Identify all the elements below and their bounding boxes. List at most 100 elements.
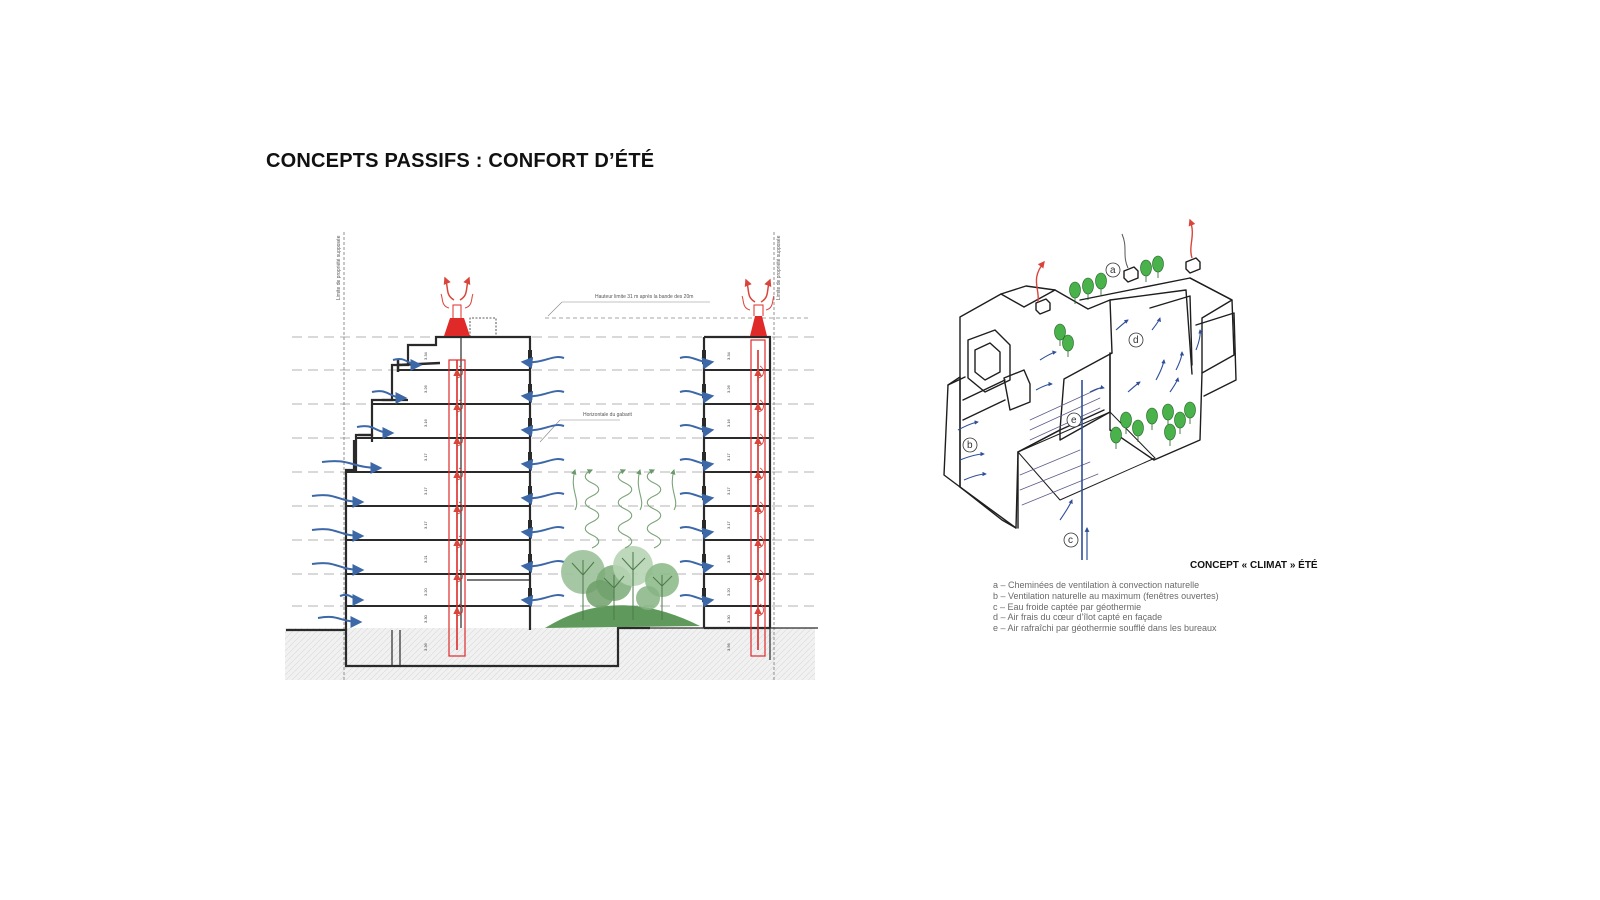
axo-air-arrow xyxy=(1127,381,1141,393)
axo-air-arrow xyxy=(959,451,985,461)
floor-height-label: 3.34 xyxy=(423,351,428,360)
left-building-floors xyxy=(346,350,532,607)
air-arrow-courtyard-right xyxy=(679,458,715,472)
axonometric-sketch xyxy=(943,257,1237,529)
air-arrow-courtyard-right xyxy=(679,560,715,574)
chimney-warm-air-arrows xyxy=(440,276,775,620)
warm-air-curl xyxy=(757,365,764,379)
exhaust-arrow xyxy=(459,276,471,301)
floor-height-label: 3.18 xyxy=(726,554,731,563)
floor-height-label: 3.30 xyxy=(726,614,731,623)
warm-air-curl xyxy=(456,501,463,515)
exhaust-curl xyxy=(741,295,751,311)
floor-height-label: 3.21 xyxy=(423,554,428,563)
axo-label-b: b xyxy=(962,437,978,453)
floor-height-label: 3.36 xyxy=(423,642,428,651)
warm-air-curl xyxy=(456,569,463,583)
tree xyxy=(1110,426,1122,444)
warm-air-curl xyxy=(456,365,463,379)
warm-air-curl xyxy=(757,535,764,549)
svg-text:e: e xyxy=(1071,415,1077,426)
air-arrow-courtyard-left xyxy=(520,526,565,539)
air-arrow-left-facade xyxy=(311,494,365,508)
exhaust-curl xyxy=(464,293,474,309)
floor-height-label: 3.20 xyxy=(423,587,428,596)
axo-air-arrow xyxy=(1115,319,1129,331)
floor-height-label: 3.17 xyxy=(726,486,731,495)
tree xyxy=(1082,277,1094,295)
exhaust-arrow xyxy=(744,278,756,303)
tree xyxy=(1174,411,1186,429)
property-limit-left-label: Limite de propriété supposée xyxy=(336,235,342,300)
air-arrow-left-facade xyxy=(371,390,408,404)
axo-air-arrow xyxy=(957,420,979,431)
ventilation-chimney-right xyxy=(750,304,767,657)
exhaust-curl xyxy=(765,295,775,311)
floor-height-label: 3.17 xyxy=(423,486,428,495)
air-arrow-courtyard-right xyxy=(679,526,715,540)
air-arrow-courtyard-left xyxy=(520,492,565,505)
floor-height-label: 3.26 xyxy=(423,384,428,393)
gabarit-leader xyxy=(539,419,561,443)
tree xyxy=(1162,403,1174,421)
height-limit-label: Hauteur limite 31 m après la bande des 2… xyxy=(595,294,693,300)
axo-air-arrow xyxy=(1089,385,1105,393)
air-arrow-courtyard-left xyxy=(520,560,565,573)
legend-item-e: e – Air rafraîchi par géothermie soufflé… xyxy=(993,623,1217,634)
floor-height-label: 3.17 xyxy=(423,452,428,461)
air-arrow-courtyard-left xyxy=(520,594,565,607)
air-arrow-courtyard-right xyxy=(679,594,715,608)
page-title: CONCEPTS PASSIFS : CONFORT D’ÉTÉ xyxy=(266,150,655,172)
tree xyxy=(1120,411,1132,429)
fresh-air-flow-arrows xyxy=(311,356,715,628)
axo-label-d: d xyxy=(1128,332,1144,348)
axonometric-air-arrows xyxy=(957,317,1203,521)
floor-height-label: 3.20 xyxy=(726,587,731,596)
warm-air-curl xyxy=(757,603,764,617)
heat-wave-small xyxy=(670,468,677,511)
exhaust-curl xyxy=(440,293,450,309)
tree xyxy=(1152,255,1164,273)
axonometric-trees xyxy=(1054,255,1196,449)
axo-air-arrow xyxy=(1039,350,1057,361)
air-arrow-left-facade xyxy=(339,593,365,606)
legend-item-c: c – Eau froide captée par géothermie xyxy=(993,601,1142,612)
axo-air-arrow xyxy=(1035,381,1053,391)
axo-label-c: c xyxy=(1063,532,1079,548)
svg-text:a: a xyxy=(1110,265,1116,276)
warm-air-curl xyxy=(757,399,764,413)
height-limit-leader xyxy=(547,301,563,317)
air-arrow-courtyard-right xyxy=(679,424,715,438)
warm-air-curl xyxy=(757,467,764,481)
heat-wave-small xyxy=(571,468,578,511)
tree xyxy=(1164,423,1176,441)
axo-air-arrow xyxy=(1151,317,1161,331)
svg-text:d: d xyxy=(1133,335,1139,346)
axo-exhaust-arrow-2 xyxy=(1188,218,1196,259)
heat-wave xyxy=(646,469,662,549)
axo-air-arrow xyxy=(1195,329,1203,351)
floor-height-label: 3.17 xyxy=(423,520,428,529)
floor-height-label: 3.30 xyxy=(423,614,428,623)
air-arrow-left-facade xyxy=(317,615,363,628)
warm-air-curl xyxy=(456,603,463,617)
legend-item-d: d – Air frais du cœur d’îlot capté en fa… xyxy=(993,612,1163,623)
exhaust-arrow xyxy=(443,276,455,301)
air-arrow-left-facade xyxy=(392,358,423,371)
svg-text:c: c xyxy=(1068,535,1073,546)
property-limit-right-label: Limite de propriété supposée xyxy=(776,235,782,300)
warm-air-curl xyxy=(456,433,463,447)
legend-item-a: a – Cheminées de ventilation à convectio… xyxy=(993,580,1200,590)
axo-air-arrow xyxy=(1175,351,1185,371)
floor-height-label: 3.16 xyxy=(726,418,731,427)
courtyard-vegetation xyxy=(545,546,700,628)
concept-legend: a – Cheminées de ventilation à convectio… xyxy=(993,580,1219,634)
air-arrow-courtyard-left xyxy=(520,356,565,369)
air-arrow-courtyard-left xyxy=(520,424,565,437)
heat-wave-small xyxy=(636,468,643,511)
warm-air-curl xyxy=(757,569,764,583)
warm-air-curl xyxy=(757,501,764,515)
warm-air-curl xyxy=(456,467,463,481)
floor-height-label: 3.34 xyxy=(726,351,731,360)
